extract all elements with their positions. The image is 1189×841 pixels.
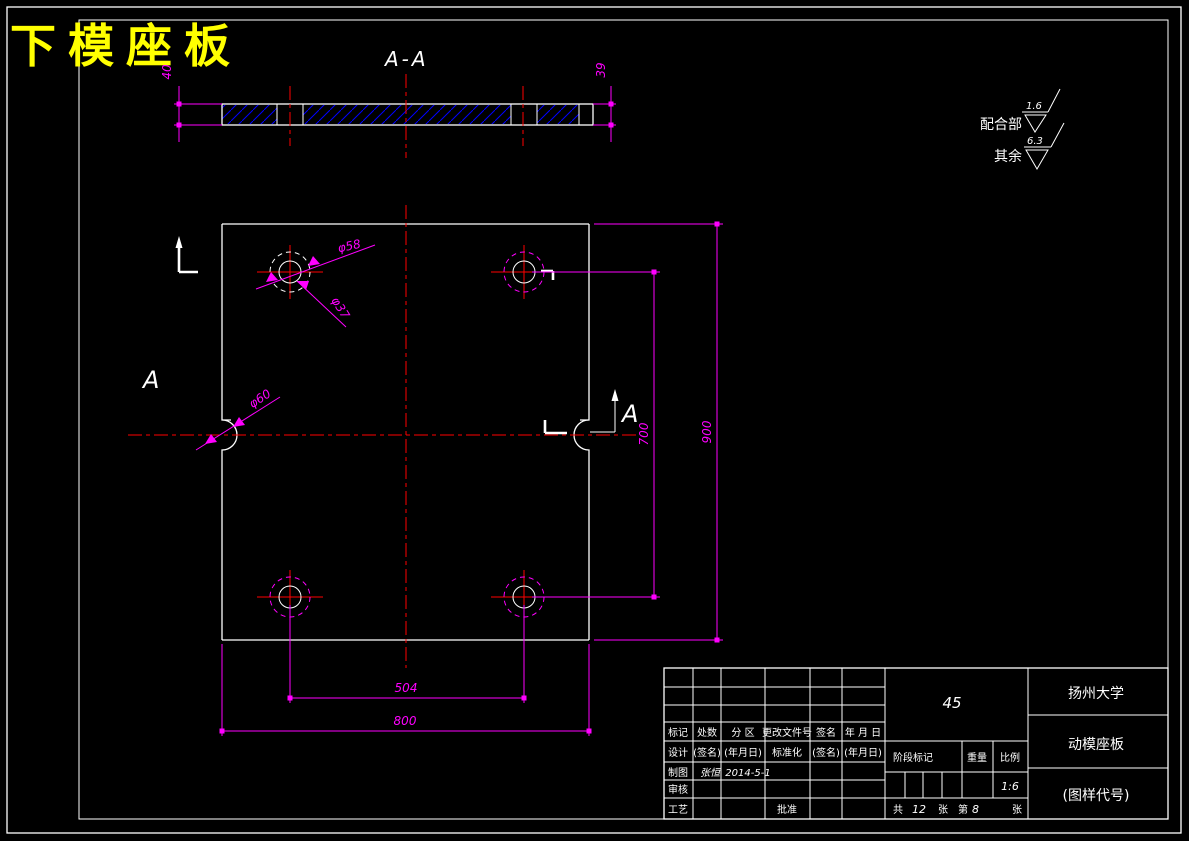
revision-header-row: 标记 处数 分 区 更改文件号 签名 年 月 日	[668, 726, 881, 739]
sheet-page-label: 第	[958, 803, 968, 816]
rev-header: 签名	[816, 726, 836, 739]
title-block: 标记 处数 分 区 更改文件号 签名 年 月 日 设计 (签名) (年月日) 标…	[663, 667, 1169, 820]
org-name: 扬州大学	[1068, 686, 1124, 702]
leader-hole-dia: φ37	[296, 280, 353, 328]
rev-header: 更改文件号	[762, 726, 812, 739]
dim-text: φ58	[336, 237, 362, 256]
section-label-a-left: A	[141, 366, 159, 394]
page-title: 下模座板	[10, 19, 242, 73]
sheet-total-unit: 张	[938, 804, 948, 816]
roughness-fit-label: 配合部	[980, 117, 1022, 133]
plan-centerlines	[128, 205, 640, 668]
sheet-border	[6, 6, 1182, 834]
dim-text: 39	[594, 62, 608, 77]
draft-label: 制图	[668, 766, 688, 779]
sheet-total-label: 共	[893, 804, 903, 816]
section-hatch	[222, 105, 277, 124]
approve-label: 批准	[777, 803, 797, 816]
dim-text: 40	[160, 64, 174, 80]
material-value: 45	[942, 694, 961, 712]
counterbore-hole-top-left	[257, 245, 323, 299]
section-view: A-A 40	[160, 47, 616, 158]
section-hatch	[537, 105, 579, 124]
scale-label: 比例	[1000, 751, 1020, 764]
dim-plate-width: 800	[219, 644, 592, 736]
sign-cell: 设计	[668, 746, 688, 759]
sign-cell: (签名)	[812, 746, 840, 759]
plan-view: A A φ58 φ37 φ60 700	[128, 205, 723, 736]
dim-plate-height: 900	[594, 221, 723, 643]
dim-text: 900	[700, 420, 714, 443]
rev-header: 标记	[668, 727, 688, 739]
rev-header: 年 月 日	[845, 726, 881, 739]
sign-cell: (签名)	[693, 746, 721, 759]
leader-counterbore-dia: φ58	[255, 237, 376, 290]
section-label-a-right: A	[620, 400, 638, 428]
roughness-symbol-rest	[1024, 122, 1065, 170]
dim-text: 700	[637, 422, 651, 445]
leader-notch-dia: φ60	[195, 386, 281, 451]
rev-header: 处数	[697, 726, 717, 739]
sheet-count: 共 12 张 第 8 张	[893, 803, 1022, 816]
section-cut-marks	[175, 236, 619, 435]
roughness-notes: 配合部 1.6 其余 6.3	[980, 88, 1065, 170]
draft-signature: 张恒	[700, 767, 722, 779]
roughness-symbol-fit	[1022, 88, 1061, 133]
dim-thickness-right: 39	[593, 62, 616, 142]
section-hatch	[303, 105, 511, 124]
dim-text: 504	[395, 681, 418, 695]
signature-row: 设计 (签名) (年月日) 标准化 (签名) (年月日)	[668, 746, 882, 759]
section-centerlines	[289, 74, 524, 158]
sheet-page-value: 8	[972, 803, 979, 816]
sign-cell: (年月日)	[724, 746, 762, 759]
part-name: 动模座板	[1068, 737, 1124, 753]
stage-label: 阶段标记	[893, 751, 933, 764]
sheet-total-value: 12	[912, 803, 926, 816]
dim-text: φ37	[328, 294, 352, 321]
check-label: 审核	[668, 783, 688, 796]
roughness-fit-value: 1.6	[1026, 101, 1042, 112]
section-view-title: A-A	[383, 47, 429, 71]
sheet-page-unit: 张	[1012, 804, 1022, 816]
sign-cell: (年月日)	[844, 746, 882, 759]
dim-hole-span-horizontal: 504	[287, 605, 527, 703]
dim-text: φ60	[246, 386, 273, 411]
process-label: 工艺	[668, 804, 688, 816]
draft-date: 2014-5-1	[725, 768, 770, 779]
dim-text: 800	[394, 714, 417, 728]
roughness-rest-value: 6.3	[1027, 136, 1043, 147]
weight-label: 重量	[967, 751, 987, 764]
sign-cell: 标准化	[772, 746, 802, 759]
roughness-rest-label: 其余	[994, 148, 1022, 165]
drawing-code: (图样代号)	[1063, 788, 1130, 804]
rev-header: 分 区	[731, 727, 754, 739]
dim-thickness-left: 40	[160, 64, 222, 142]
scale-value: 1:6	[1001, 780, 1019, 793]
section-plate-outline	[221, 103, 594, 126]
dim-hole-span-vertical: 700	[532, 269, 660, 600]
